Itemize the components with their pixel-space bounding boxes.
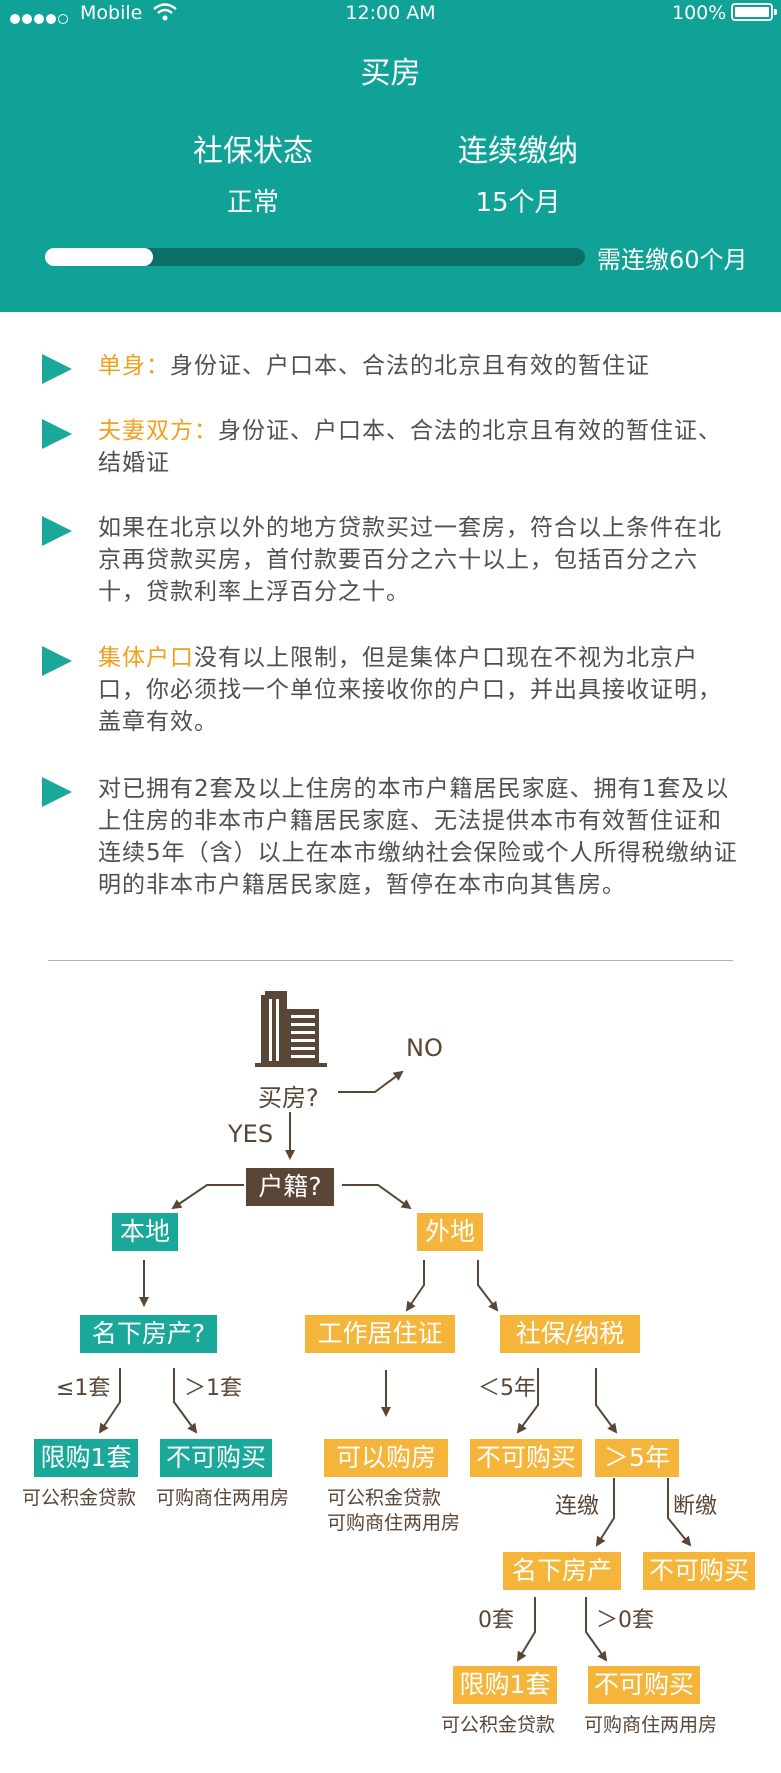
zero-label: 0套 <box>478 1608 514 1633</box>
battery-icon <box>731 3 777 21</box>
play-triangle-icon <box>42 777 72 807</box>
page-title: 买房 <box>360 56 421 91</box>
item-text: 夫妻双方：身份证、户口本、合法的北京且有效的暂住证、结婚证 <box>98 415 742 479</box>
le1-label: ≤1套 <box>56 1376 111 1401</box>
item-body: 如果在北京以外的地方贷款买过一套房，符合以上条件在北京再贷款买房，首付款要百分之… <box>98 515 722 605</box>
property2-node: 名下房产 <box>503 1552 621 1590</box>
nobuy-node: 不可购买 <box>643 1552 755 1590</box>
item-body: 对已拥有2套及以上住房的本市户籍居民家庭、拥有1套及以上住房的非本市户籍居民家庭… <box>98 776 738 898</box>
nobuy-node: 不可购买 <box>160 1439 272 1477</box>
limit1-note: 可公积金贷款 <box>441 1714 556 1736</box>
stat-label: 连续缴纳 <box>458 134 578 169</box>
stat-value: 正常 <box>226 188 279 218</box>
lt5-label: ＜5年 <box>478 1376 536 1401</box>
interrupted-label: 断缴 <box>673 1494 718 1519</box>
wifi-icon <box>153 3 177 21</box>
hukou-node: 户籍? <box>246 1168 334 1206</box>
divider <box>48 960 733 961</box>
play-triangle-icon <box>42 419 72 449</box>
stat-continuous-months: 连续缴纳 15个月 <box>408 126 628 219</box>
social-tax-node: 社保/纳税 <box>500 1315 640 1353</box>
item-text: 如果在北京以外的地方贷款买过一套房，符合以上条件在北京再贷款买房，首付款要百分之… <box>98 512 742 608</box>
header: Mobile 12:00 AM 100% 买房 社保状态 正常 连续缴纳 15个… <box>0 0 781 312</box>
stat-social-status: 社保状态 正常 <box>143 126 363 219</box>
play-triangle-icon <box>42 516 72 546</box>
limit1-note: 可公积金贷款 <box>22 1487 137 1509</box>
limit1-node: 限购1套 <box>453 1666 557 1704</box>
item-body: 身份证、户口本、合法的北京且有效的暂住证 <box>170 353 650 379</box>
can-buy-note: 可购商住两用房 <box>327 1512 461 1534</box>
nonlocal-node: 外地 <box>417 1213 483 1251</box>
work-permit-node: 工作居住证 <box>305 1315 455 1353</box>
item-text: 集体户口没有以上限制，但是集体户口现在不视为北京户口，你必须找一个单位来接收你的… <box>98 642 742 738</box>
signal-icon <box>10 9 70 28</box>
requirement-label: 需连缴60个月 <box>597 246 748 274</box>
progress-bar <box>45 248 585 266</box>
gt1-label: ＞1套 <box>184 1376 242 1401</box>
nobuy-node: 不可购买 <box>588 1666 700 1704</box>
can-buy-node: 可以购房 <box>324 1439 448 1477</box>
item-text: 单身：身份证、户口本、合法的北京且有效的暂住证 <box>98 350 742 382</box>
can-buy-note: 可公积金贷款 <box>327 1487 442 1509</box>
clock: 12:00 AM <box>345 2 436 24</box>
buy-question: 买房? <box>258 1084 319 1112</box>
property-node: 名下房产? <box>80 1315 217 1353</box>
nobuy-note: 可购商住两用房 <box>584 1714 718 1736</box>
stat-label: 社保状态 <box>193 134 313 169</box>
item-text: 对已拥有2套及以上住房的本市户籍居民家庭、拥有1套及以上住房的非本市户籍居民家庭… <box>98 773 742 901</box>
item-highlight: 单身： <box>98 353 170 379</box>
nobuy-note: 可购商住两用房 <box>156 1487 290 1509</box>
local-node: 本地 <box>112 1213 178 1251</box>
limit1-node: 限购1套 <box>34 1439 138 1477</box>
continuous-label: 连缴 <box>555 1494 600 1519</box>
no-label: NO <box>406 1034 443 1062</box>
item-highlight: 集体户口 <box>98 645 194 671</box>
building-icon <box>255 991 327 1067</box>
item-highlight: 夫妻双方： <box>98 418 218 444</box>
item-body: 身份证、户口本、合法的北京且有效的暂住证、结婚证 <box>98 418 722 476</box>
carrier-label: Mobile <box>80 2 143 24</box>
gt5-node: ＞5年 <box>595 1439 679 1477</box>
progress-fill <box>45 248 153 266</box>
play-triangle-icon <box>42 354 72 384</box>
item-body: 没有以上限制，但是集体户口现在不视为北京户口，你必须找一个单位来接收你的户口，并… <box>98 645 722 735</box>
gt0-label: ＞0套 <box>596 1608 654 1633</box>
play-triangle-icon <box>42 646 72 676</box>
nobuy-node: 不可购买 <box>470 1439 582 1477</box>
yes-label: YES <box>228 1120 274 1148</box>
stat-value: 15个月 <box>475 188 561 218</box>
battery-percent: 100% <box>672 2 727 24</box>
